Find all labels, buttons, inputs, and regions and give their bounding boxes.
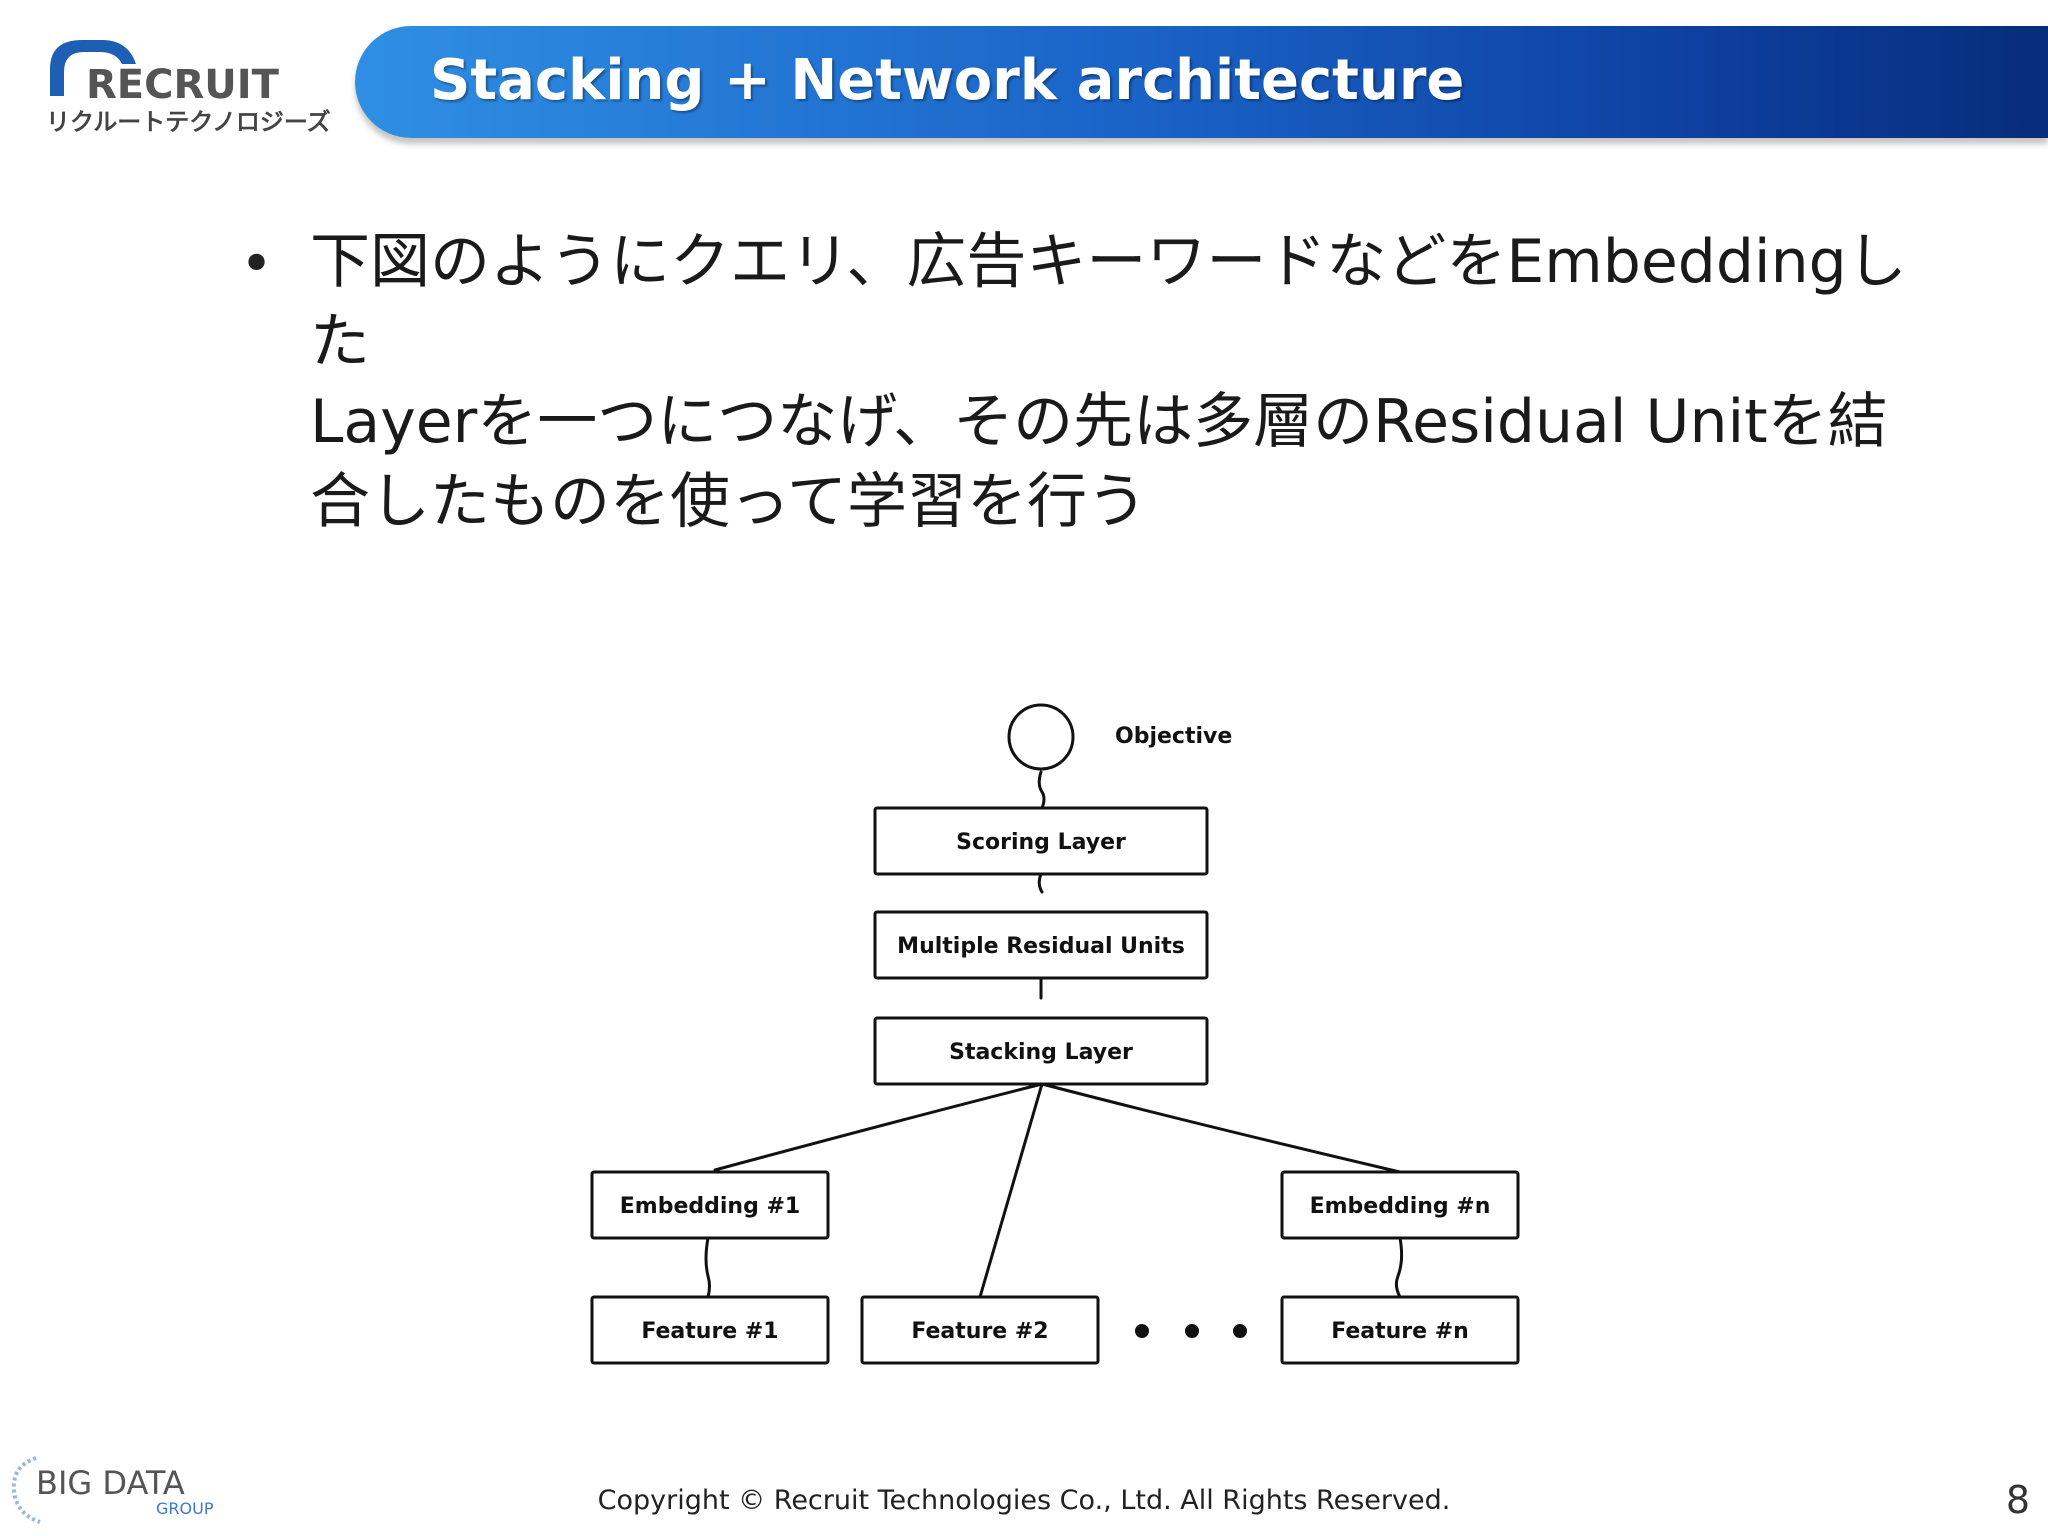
architecture-diagram: Objective Scoring Layer Multiple Residua…: [590, 703, 1520, 1365]
objective-label: Objective: [1115, 724, 1232, 749]
recruit-logo-arch-icon: [50, 40, 136, 96]
scoring-layer-box: [873, 806, 1209, 876]
big-data-logo-subtext: GROUP: [156, 1499, 214, 1518]
big-data-group-logo: BIG DATA GROUP: [11, 1456, 214, 1524]
feature-2-label: Feature #2: [911, 1319, 1048, 1344]
edge-stacking-feature2: [978, 1082, 1044, 1299]
edge-scoring-residual: [1037, 872, 1044, 894]
edge-stacking-embeddingn: [1040, 1082, 1402, 1174]
bullet-text: 下図のようにクエリ、広告キーワードなどをEmbeddingした Layerを一つ…: [310, 222, 1960, 542]
recruit-logo: RECRUIT リクルートテクノロジーズ: [46, 40, 331, 136]
title-banner: Stacking + Network architecture: [355, 26, 2048, 138]
bullet-line-1: 下図のようにクエリ、広告キーワードなどをEmbeddingした: [310, 227, 1907, 377]
slide-title: Stacking + Network architecture: [430, 48, 1465, 113]
bullet-marker: •: [240, 232, 274, 297]
recruit-logo-subtext: リクルートテクノロジーズ: [46, 108, 331, 136]
page-number: 8: [2005, 1478, 2030, 1522]
feature-1-label: Feature #1: [641, 1319, 778, 1344]
bullet-line-3: 合したものを使って学習を行う: [310, 467, 1147, 537]
ellipsis-dot-1: [1135, 1324, 1149, 1338]
bullet-line-2: Layerを一つにつなげ、その先は多層のResidual Unitを結: [310, 387, 1888, 457]
residual-units-box: [873, 910, 1209, 980]
recruit-logo-text: RECRUIT: [86, 62, 280, 108]
big-data-logo-text: BIG DATA: [36, 1464, 185, 1502]
feature-n-box: [1280, 1295, 1520, 1365]
edge-objective-scoring: [1037, 770, 1046, 810]
feature-n-label: Feature #n: [1331, 1319, 1469, 1344]
feature-1-box: [590, 1295, 830, 1365]
embedding-1-label: Embedding #1: [620, 1194, 800, 1219]
edge-stacking-embedding1: [713, 1082, 1044, 1172]
copyright-text: Copyright © Recruit Technologies Co., Lt…: [597, 1485, 1451, 1516]
embedding-n-label: Embedding #n: [1310, 1194, 1491, 1219]
edge-embeddingn-featuren: [1394, 1236, 1404, 1299]
edge-embedding1-feature1: [704, 1236, 711, 1299]
big-data-swirl-icon: [11, 1456, 41, 1524]
objective-node: [1007, 703, 1075, 771]
embedding-n-box: [1280, 1170, 1520, 1240]
stacking-layer-label: Stacking Layer: [949, 1040, 1133, 1065]
stacking-layer-box: [873, 1016, 1209, 1086]
ellipsis-dot-2: [1185, 1324, 1199, 1338]
ellipsis-dot-3: [1233, 1324, 1247, 1338]
scoring-layer-label: Scoring Layer: [956, 830, 1126, 855]
feature-2-box: [860, 1295, 1100, 1365]
residual-units-label: Multiple Residual Units: [897, 934, 1185, 959]
embedding-1-box: [590, 1170, 830, 1240]
